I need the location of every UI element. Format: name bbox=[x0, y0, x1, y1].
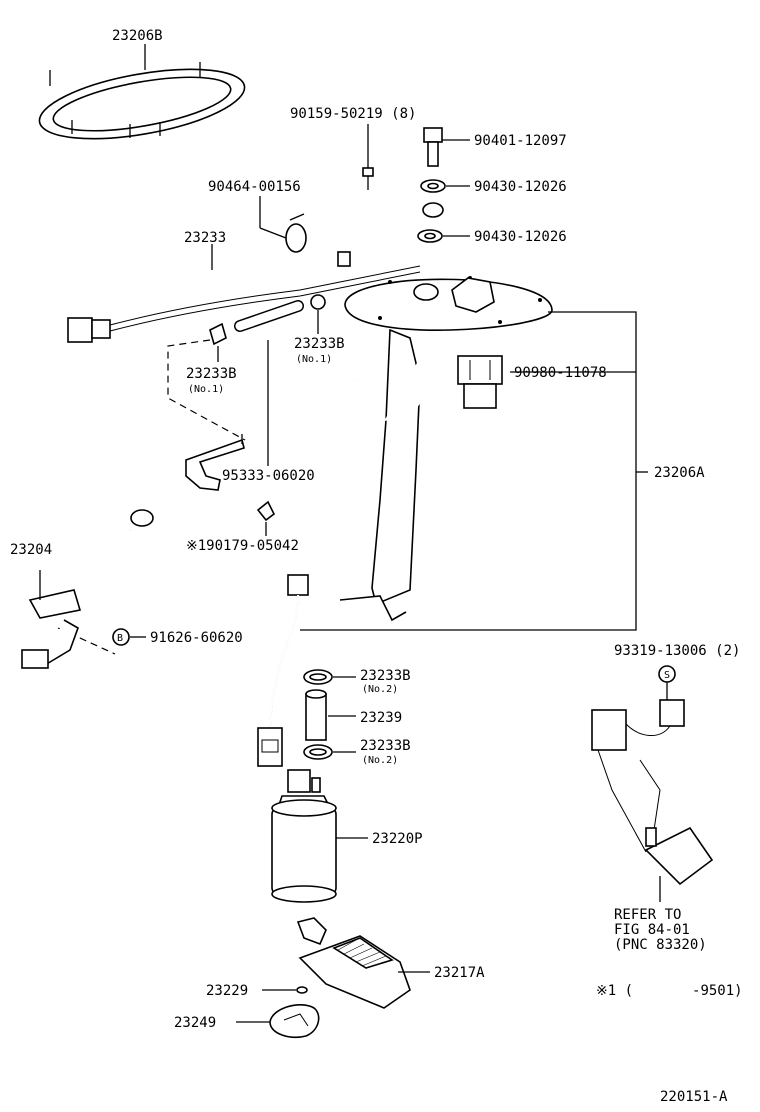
label-B-mark: B bbox=[117, 633, 123, 644]
clamp-23233B-no1-left[interactable] bbox=[209, 322, 227, 346]
clip-190179[interactable] bbox=[256, 500, 276, 522]
fuel-pump-23220P[interactable] bbox=[271, 769, 337, 903]
label-figure-number: 220151-A bbox=[660, 1089, 728, 1105]
clip-23229[interactable] bbox=[296, 986, 308, 994]
label-refer-pnc: (PNC 83320) bbox=[614, 937, 707, 953]
label-no2-upper: (No.2) bbox=[362, 684, 398, 695]
label-90159-50219: 90159-50219 (8) bbox=[290, 106, 416, 122]
hose-95333[interactable] bbox=[234, 300, 304, 332]
label-23249: 23249 bbox=[174, 1015, 216, 1031]
bolt-90159[interactable] bbox=[362, 124, 374, 190]
union-bolt-90401[interactable] bbox=[423, 127, 470, 167]
bracket[interactable] bbox=[185, 434, 245, 491]
label-S-mark: S bbox=[664, 670, 670, 681]
label-footnote: ※1 ( -9501) bbox=[596, 983, 743, 999]
fuel-sender-gauge[interactable] bbox=[591, 699, 714, 886]
label-23233B-no2-upper: 23233B bbox=[360, 668, 411, 684]
label-23239: 23239 bbox=[360, 710, 402, 726]
fuel-filter-23217A[interactable] bbox=[296, 917, 411, 1009]
clamp-90464[interactable] bbox=[285, 213, 307, 253]
fuel-tube-23204[interactable] bbox=[9, 529, 132, 669]
label-90430-12026-upper: 90430-12026 bbox=[474, 179, 567, 195]
label-23204: 23204 bbox=[10, 542, 52, 558]
wire-harness[interactable] bbox=[67, 265, 421, 343]
label-190179-05042: ※190179-05042 bbox=[186, 538, 299, 554]
connector-90980[interactable] bbox=[457, 355, 503, 409]
label-no1-left: (No.1) bbox=[188, 384, 224, 395]
label-90430-12026-lower: 90430-12026 bbox=[474, 229, 567, 245]
hose-23239[interactable] bbox=[305, 689, 327, 741]
label-23220P: 23220P bbox=[372, 831, 423, 847]
label-91626-60620: 91626-60620 bbox=[150, 630, 243, 646]
pump-bracket-assembly-23206A[interactable] bbox=[339, 276, 553, 622]
label-23206B: 23206B bbox=[112, 28, 163, 44]
label-90464-00156: 90464-00156 bbox=[208, 179, 301, 195]
label-23206A: 23206A bbox=[654, 465, 705, 481]
label-refer-to: REFER TO bbox=[614, 907, 681, 923]
label-95333-06020: 95333-06020 bbox=[222, 468, 315, 484]
label-23217A: 23217A bbox=[434, 965, 485, 981]
clamp-23233B-no2-lower[interactable] bbox=[303, 744, 333, 760]
label-93319-13006: 93319-13006 (2) bbox=[614, 643, 740, 659]
gasket-90430-lower[interactable] bbox=[417, 229, 470, 243]
label-23233B-no1-right: 23233B bbox=[294, 336, 345, 352]
label-90980-11078: 90980-11078 bbox=[514, 365, 607, 381]
gasket-23206B[interactable] bbox=[34, 56, 249, 151]
label-23229: 23229 bbox=[206, 983, 248, 999]
label-23233: 23233 bbox=[184, 230, 226, 246]
label-refer-fig: FIG 84-01 bbox=[614, 922, 690, 938]
cushion-23249[interactable] bbox=[269, 1004, 320, 1038]
gasket-90430-upper[interactable] bbox=[420, 179, 470, 193]
clamp-23233B-no1-right[interactable] bbox=[310, 294, 326, 310]
label-no1-right: (No.1) bbox=[296, 354, 332, 365]
label-90401-12097: 90401-12097 bbox=[474, 133, 567, 149]
label-23233B-no2-lower: 23233B bbox=[360, 738, 411, 754]
label-23233B-no1-left: 23233B bbox=[186, 366, 237, 382]
label-no2-lower: (No.2) bbox=[362, 755, 398, 766]
clamp-23233B-no2-upper[interactable] bbox=[303, 669, 333, 685]
pump-wire-harness[interactable] bbox=[257, 574, 309, 767]
